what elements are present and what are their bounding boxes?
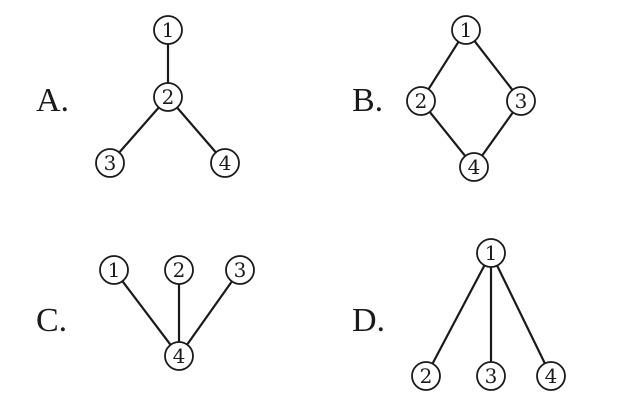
node-circle bbox=[411, 361, 441, 391]
option-b: B. 1 2 3 4 bbox=[352, 15, 536, 182]
node-circle bbox=[459, 152, 489, 182]
edge-d-1-2 bbox=[431, 264, 486, 365]
node-label: 1 bbox=[460, 18, 473, 42]
node-d-4: 4 bbox=[536, 361, 566, 391]
node-label: 3 bbox=[515, 89, 528, 113]
edge-c-3-4 bbox=[185, 280, 234, 346]
node-circle bbox=[506, 86, 536, 116]
node-circle bbox=[164, 341, 194, 371]
node-circle bbox=[210, 148, 240, 178]
node-b-4: 4 bbox=[459, 152, 489, 182]
edge-c-1-4 bbox=[121, 280, 172, 346]
node-a-1: 1 bbox=[153, 15, 183, 45]
node-circle bbox=[536, 361, 566, 391]
edge-a-2-4 bbox=[176, 106, 217, 154]
option-d: D. 1 2 3 4 bbox=[352, 238, 566, 391]
node-d-3: 3 bbox=[476, 361, 506, 391]
option-c: C. 1 2 3 4 bbox=[36, 255, 255, 371]
node-label: 3 bbox=[104, 151, 117, 175]
node-a-2: 2 bbox=[153, 82, 183, 112]
node-label: 1 bbox=[108, 258, 121, 282]
option-a-label: A. bbox=[36, 82, 69, 119]
node-label: 3 bbox=[485, 364, 498, 388]
node-b-1: 1 bbox=[451, 15, 481, 45]
option-b-label: B. bbox=[352, 82, 383, 119]
edge-b-2-4 bbox=[428, 110, 467, 158]
node-c-1: 1 bbox=[99, 255, 129, 285]
node-d-2: 2 bbox=[411, 361, 441, 391]
node-c-3: 3 bbox=[225, 255, 255, 285]
node-circle bbox=[164, 255, 194, 285]
node-label: 1 bbox=[162, 18, 175, 42]
node-label: 4 bbox=[468, 155, 481, 179]
node-label: 3 bbox=[234, 258, 247, 282]
node-label: 2 bbox=[415, 89, 428, 113]
node-label: 4 bbox=[219, 151, 232, 175]
edge-a-2-3 bbox=[118, 106, 160, 154]
edge-b-3-4 bbox=[481, 111, 514, 157]
node-label: 2 bbox=[420, 364, 433, 388]
node-circle bbox=[95, 148, 125, 178]
node-a-3: 3 bbox=[95, 148, 125, 178]
node-b-2: 2 bbox=[406, 86, 436, 116]
node-circle bbox=[225, 255, 255, 285]
node-circle bbox=[153, 15, 183, 45]
option-d-label: D. bbox=[352, 302, 385, 339]
node-circle bbox=[476, 238, 506, 268]
node-circle bbox=[451, 15, 481, 45]
node-circle bbox=[153, 82, 183, 112]
option-c-label: C. bbox=[36, 302, 67, 339]
edge-b-1-2 bbox=[427, 40, 460, 91]
node-circle bbox=[406, 86, 436, 116]
node-label: 2 bbox=[162, 85, 175, 109]
node-c-2: 2 bbox=[164, 255, 194, 285]
node-label: 4 bbox=[173, 344, 186, 368]
node-c-4: 4 bbox=[164, 341, 194, 371]
node-b-3: 3 bbox=[506, 86, 536, 116]
node-a-4: 4 bbox=[210, 148, 240, 178]
node-label: 2 bbox=[173, 258, 186, 282]
node-circle bbox=[99, 255, 129, 285]
node-label: 1 bbox=[485, 241, 498, 265]
node-circle bbox=[476, 361, 506, 391]
node-d-1: 1 bbox=[476, 238, 506, 268]
option-a: A. 1 2 3 4 bbox=[36, 15, 240, 178]
edge-d-1-4 bbox=[496, 264, 546, 365]
edge-b-1-3 bbox=[473, 39, 514, 92]
node-label: 4 bbox=[545, 364, 558, 388]
